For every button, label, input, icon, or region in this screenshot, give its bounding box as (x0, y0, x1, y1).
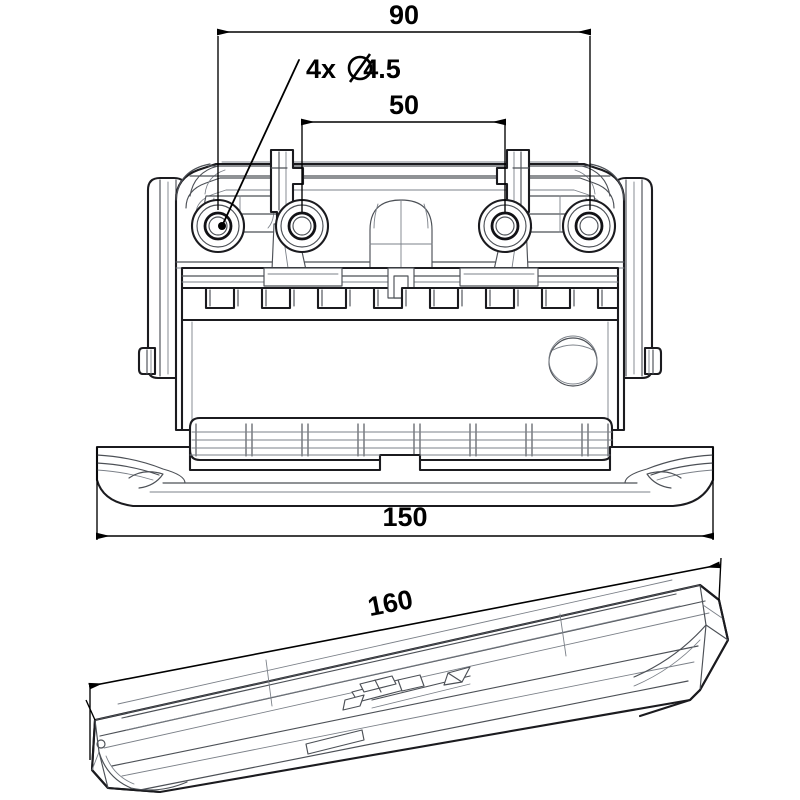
lower-body-panel (180, 318, 620, 432)
dimension-50-text: 50 (389, 90, 419, 120)
isometric-view-dimensions: 160 (85, 557, 722, 760)
hole-count-text: 4x (306, 54, 336, 84)
front-view (95, 148, 715, 508)
mounting-hole-4 (561, 198, 617, 254)
front-view-dimensions: 90 50 4x 4.5 (96, 0, 714, 540)
ribbed-cylinder-row (188, 416, 614, 462)
left-tongue (263, 267, 343, 287)
dimension-50: 50 (301, 90, 506, 212)
bottom-flange (95, 445, 715, 508)
dimension-90: 90 (217, 0, 591, 210)
right-tongue (459, 267, 539, 287)
dimension-160: 160 (85, 557, 722, 760)
center-dome (369, 199, 433, 269)
diameter-symbol-icon (347, 53, 373, 83)
dimension-160-text: 160 (365, 584, 415, 622)
hole-diameter-text: 4.5 (363, 54, 401, 84)
dimension-90-text: 90 (389, 0, 419, 30)
isometric-left-tab (342, 694, 365, 711)
mounting-hole-2 (274, 198, 330, 254)
dimension-150-text: 150 (382, 502, 427, 532)
dimension-150: 150 (96, 447, 714, 540)
hole-callout: 4x 4.5 (218, 53, 401, 230)
notched-strip (180, 286, 620, 322)
